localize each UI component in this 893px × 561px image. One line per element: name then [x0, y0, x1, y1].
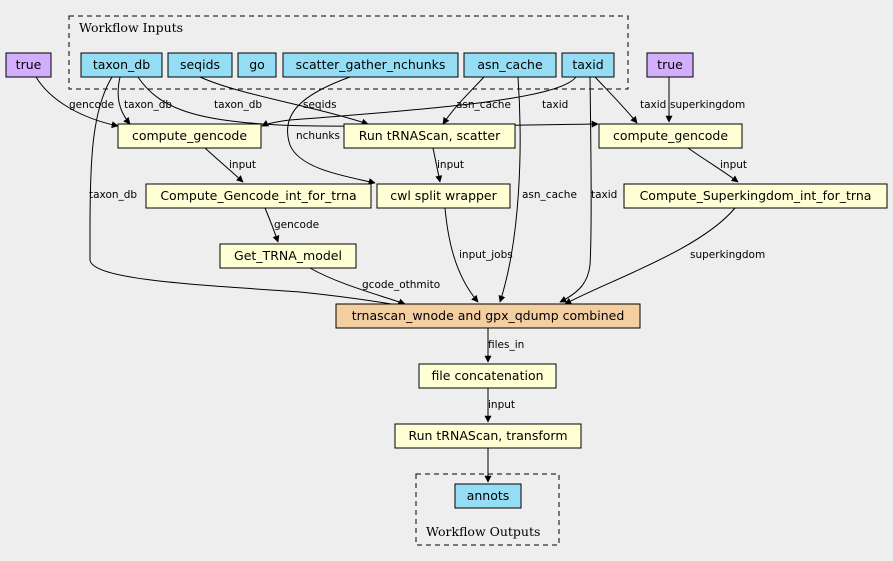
edge-seqids	[199, 76, 369, 126]
edge-gencode	[264, 207, 280, 243]
edge-true-gencode	[35, 76, 119, 129]
node-label: asn_cache	[477, 57, 543, 72]
node-label: taxon_db	[93, 57, 150, 72]
edge-label-input-split: input	[437, 159, 464, 171]
node-input-asn-cache[interactable]: asn_cache	[463, 52, 557, 78]
node-label: true	[16, 57, 42, 72]
edge-label-seqids: seqids	[303, 99, 337, 111]
node-label: file concatenation	[431, 368, 543, 383]
node-label: compute_gencode	[613, 128, 728, 143]
edge-taxid-left	[261, 76, 577, 127]
node-label: Run tRNAScan, scatter	[359, 128, 501, 143]
cluster-label-outputs: Workflow Outputs	[426, 524, 540, 539]
edge-taxid-right	[594, 76, 638, 124]
edge-label-taxid-left: taxid	[542, 99, 568, 111]
edge-label-gencode: gencode	[274, 219, 319, 231]
edge-asn-cache-scatter	[442, 76, 485, 125]
edge-gcode-othmito	[309, 267, 406, 306]
node-step-get-trna-model[interactable]: Get_TRNA_model	[219, 243, 357, 269]
node-input-scatter-gather-nchunks[interactable]: scatter_gather_nchunks	[282, 52, 459, 78]
node-step-compute-superkingdom[interactable]: Compute_Superkingdom_int_for_trna	[623, 183, 888, 209]
edge-label-taxon-db-left: taxon_db	[124, 99, 172, 111]
edge-taxon-db-left	[117, 76, 131, 125]
cluster-label-inputs: Workflow Inputs	[79, 20, 183, 35]
edge-input-gencode	[204, 147, 244, 183]
node-label: trnascan_wnode and gpx_qdump combined	[352, 308, 625, 323]
node-label: Get_TRNA_model	[234, 248, 342, 263]
edge-label-input-jobs: input_jobs	[459, 249, 513, 261]
node-step-run-trnascan-transform[interactable]: Run tRNAScan, transform	[394, 423, 582, 449]
edge-label-superkingdom-true: superkingdom	[670, 99, 745, 111]
nodes: true taxon_db seqids go scatter_gather_n…	[5, 52, 888, 509]
node-step-compute-gencode-int[interactable]: Compute_Gencode_int_for_trna	[145, 183, 372, 209]
edge-label-input-gencode: input	[229, 159, 256, 171]
edges	[35, 76, 739, 483]
node-input-seqids[interactable]: seqids	[167, 52, 233, 78]
edge-label-nchunks: nchunks	[296, 130, 340, 142]
node-step-compute-gencode-left[interactable]: compute_gencode	[117, 123, 262, 149]
node-label: scatter_gather_nchunks	[296, 57, 446, 72]
node-input-taxon-db[interactable]: taxon_db	[80, 52, 163, 78]
edge-taxon-db-right	[137, 76, 599, 128]
edge-nchunks	[287, 76, 376, 185]
edge-labels: gencode taxon_db taxon_db seqids asn_cac…	[69, 99, 765, 411]
node-input-go[interactable]: go	[237, 52, 277, 78]
edge-label-taxon-db-main: taxon_db	[89, 189, 137, 201]
node-label: taxid	[572, 57, 603, 72]
edge-label-taxon-db-right: taxon_db	[214, 99, 262, 111]
node-label: Compute_Gencode_int_for_trna	[160, 188, 356, 203]
edge-input-superkingdom	[687, 147, 739, 183]
edge-label-gencode-true: gencode	[69, 99, 114, 111]
node-label: compute_gencode	[132, 128, 247, 143]
edge-label-gcode-othmito: gcode_othmito	[362, 279, 440, 291]
edge-superkingdom	[564, 207, 736, 305]
node-label: Compute_Superkingdom_int_for_trna	[640, 188, 872, 203]
edge-label-input-transform: input	[488, 399, 515, 411]
node-label: Run tRNAScan, transform	[408, 428, 567, 443]
node-label: seqids	[180, 57, 220, 72]
node-output-annots[interactable]: annots	[454, 483, 522, 509]
node-input-taxid[interactable]: taxid	[561, 52, 615, 78]
edge-label-input-superkingdom: input	[720, 159, 747, 171]
node-step-trnascan-combined[interactable]: trnascan_wnode and gpx_qdump combined	[335, 303, 641, 329]
node-constant-true-2[interactable]: true	[646, 52, 694, 78]
cluster-workflow-inputs	[68, 15, 629, 90]
node-label: go	[249, 57, 265, 72]
edge-input-split	[432, 147, 443, 183]
node-constant-true[interactable]: true	[5, 52, 52, 78]
edge-taxid-main	[559, 76, 592, 303]
edge-label-taxid-right: taxid	[640, 99, 666, 111]
edge-label-files-in: files_in	[488, 339, 524, 351]
edge-taxon-db-main	[89, 76, 405, 309]
edge-label-superkingdom: superkingdom	[690, 249, 765, 261]
node-label: true	[657, 57, 683, 72]
edge-label-taxid-main: taxid	[591, 189, 617, 201]
node-step-file-concatenation[interactable]: file concatenation	[418, 363, 557, 389]
node-label: cwl split wrapper	[390, 188, 497, 203]
node-step-compute-gencode-right[interactable]: compute_gencode	[598, 123, 743, 149]
edge-input-jobs	[444, 207, 479, 303]
edge-label-asn-cache-scatter: asn_cache	[456, 99, 511, 111]
node-label: annots	[467, 488, 510, 503]
edge-asn-cache-main	[498, 76, 521, 303]
edge-label-asn-cache-main: asn_cache	[522, 189, 577, 201]
node-step-run-trnascan-scatter[interactable]: Run tRNAScan, scatter	[343, 123, 516, 149]
node-step-cwl-split-wrapper[interactable]: cwl split wrapper	[376, 183, 511, 209]
